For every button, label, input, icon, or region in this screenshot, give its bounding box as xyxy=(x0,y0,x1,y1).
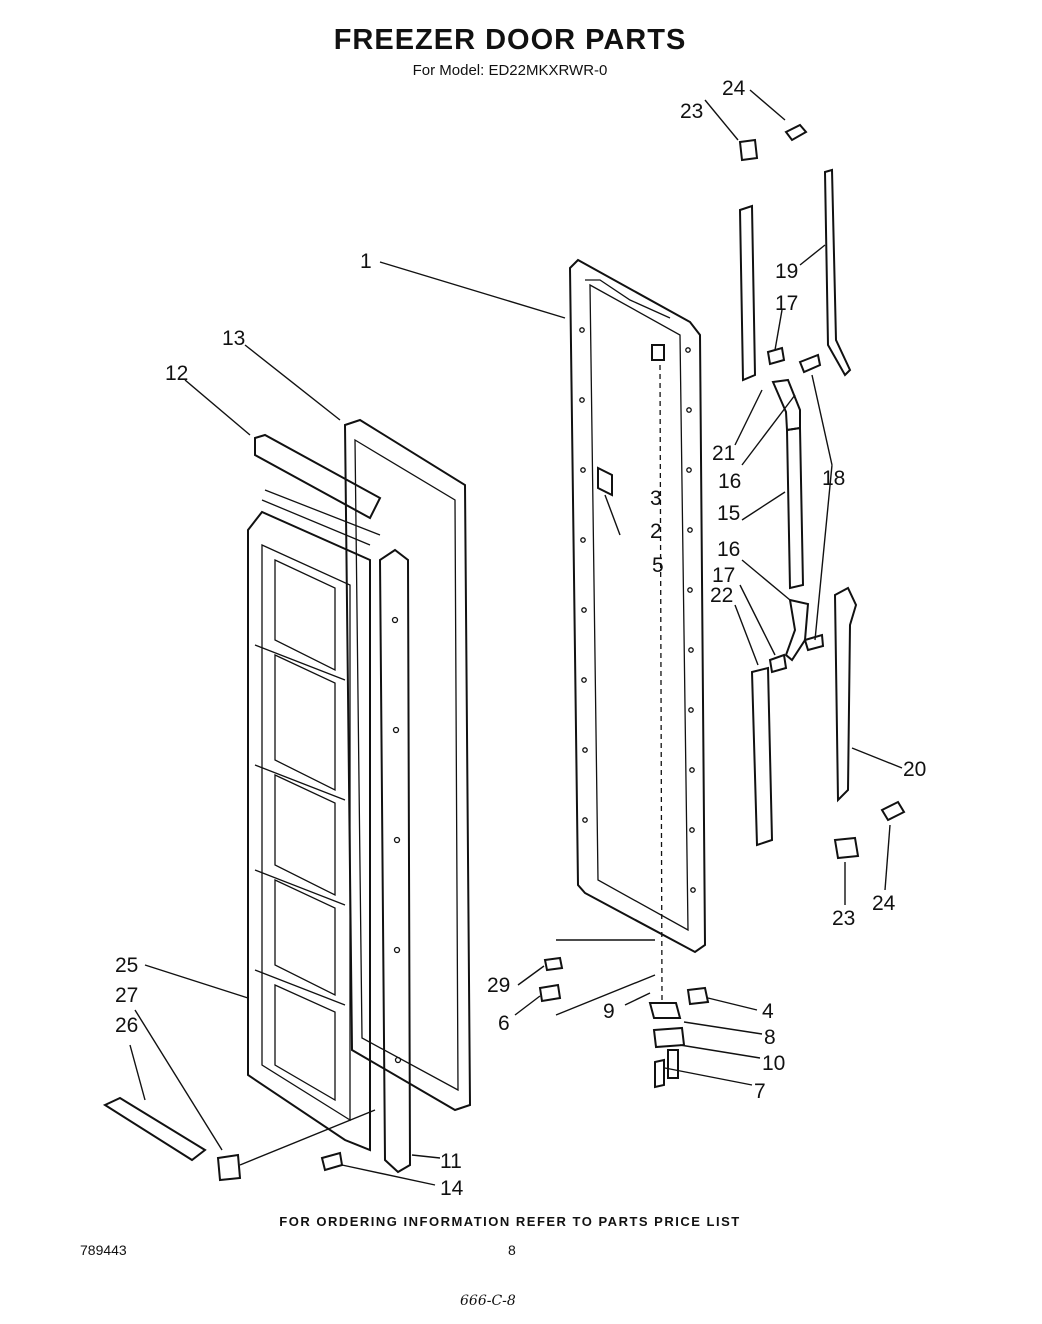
callout-8: 8 xyxy=(764,1026,776,1049)
callout-13: 13 xyxy=(222,327,245,350)
document-number: 789443 xyxy=(80,1242,127,1258)
bottom-hinge-bracket xyxy=(648,1002,682,1019)
callout-6: 6 xyxy=(498,1012,510,1035)
callout-9: 9 xyxy=(603,1000,615,1023)
shelf-end-cap xyxy=(216,1153,242,1182)
bottom-bushing xyxy=(686,986,710,1006)
breaker-strip xyxy=(254,433,382,520)
callout-5: 5 xyxy=(652,554,664,577)
liner-side-strip xyxy=(378,548,412,1174)
handle-trim-lower xyxy=(750,586,858,847)
callout-15: 15 xyxy=(717,502,740,525)
callout-17a: 17 xyxy=(775,292,798,315)
callout-18: 18 xyxy=(822,467,845,490)
leader-lines xyxy=(129,89,903,1186)
callout-24b: 24 xyxy=(872,892,896,915)
hinge-screw-upper xyxy=(784,123,808,142)
callout-7: 7 xyxy=(754,1080,766,1103)
handle-screw-upper xyxy=(798,353,822,374)
ordering-note: FOR ORDERING INFORMATION REFER TO PARTS … xyxy=(279,1214,741,1229)
handwritten-note: 666-C-8 xyxy=(460,1293,516,1309)
hinge-cap-lower xyxy=(833,836,860,860)
callout-17b: 17 xyxy=(712,564,735,587)
door-outer-panel xyxy=(568,258,707,954)
clip-upper xyxy=(766,346,786,366)
callout-16a: 16 xyxy=(718,470,741,493)
callout-11: 11 xyxy=(440,1150,462,1173)
model-subtitle: For Model: ED22MKXRWR-0 xyxy=(412,62,608,79)
hinge-plate xyxy=(652,1026,686,1049)
callout-3: 3 xyxy=(650,487,662,510)
callout-26: 26 xyxy=(115,1014,138,1037)
hinge-screw-bottom xyxy=(654,1058,665,1089)
callout-16b: 16 xyxy=(717,538,740,561)
callout-22: 22 xyxy=(710,584,733,607)
callout-19: 19 xyxy=(775,260,798,283)
callout-12: 12 xyxy=(165,362,188,385)
callout-10: 10 xyxy=(762,1052,785,1075)
callout-21: 21 xyxy=(712,442,735,465)
callout-labels: 1 2 3 4 5 6 7 8 9 10 11 12 13 14 15 16 1… xyxy=(115,77,926,1200)
washer xyxy=(538,983,562,1003)
top-hinge-bushing xyxy=(651,344,665,361)
handle-tube xyxy=(771,378,810,662)
handle-screw-lower xyxy=(803,633,825,652)
page-number: 8 xyxy=(508,1242,516,1258)
callout-1: 1 xyxy=(360,250,372,273)
callout-14: 14 xyxy=(440,1177,464,1200)
hinge-cap-upper xyxy=(738,138,759,162)
callout-25: 25 xyxy=(115,954,138,977)
callout-23b: 23 xyxy=(832,907,855,930)
page-title: FREEZER DOOR PARTS xyxy=(333,24,687,56)
callout-29: 29 xyxy=(487,974,510,997)
door-gasket xyxy=(343,418,472,1112)
callout-23a: 23 xyxy=(680,100,703,123)
callout-24a: 24 xyxy=(722,77,746,100)
shim xyxy=(543,956,564,972)
hinge-screw-lower xyxy=(880,800,906,822)
liner-screw xyxy=(320,1151,344,1172)
callout-2: 2 xyxy=(650,520,662,543)
callout-4: 4 xyxy=(762,1000,774,1023)
clip-lower xyxy=(768,653,788,674)
door-liner xyxy=(247,489,381,1152)
hinge-pin xyxy=(667,1049,679,1079)
shelf-bar xyxy=(102,1096,207,1162)
callout-20: 20 xyxy=(903,758,926,781)
callout-27: 27 xyxy=(115,984,138,1007)
handle-trim-upper xyxy=(738,168,852,382)
cam-bracket xyxy=(597,466,613,497)
